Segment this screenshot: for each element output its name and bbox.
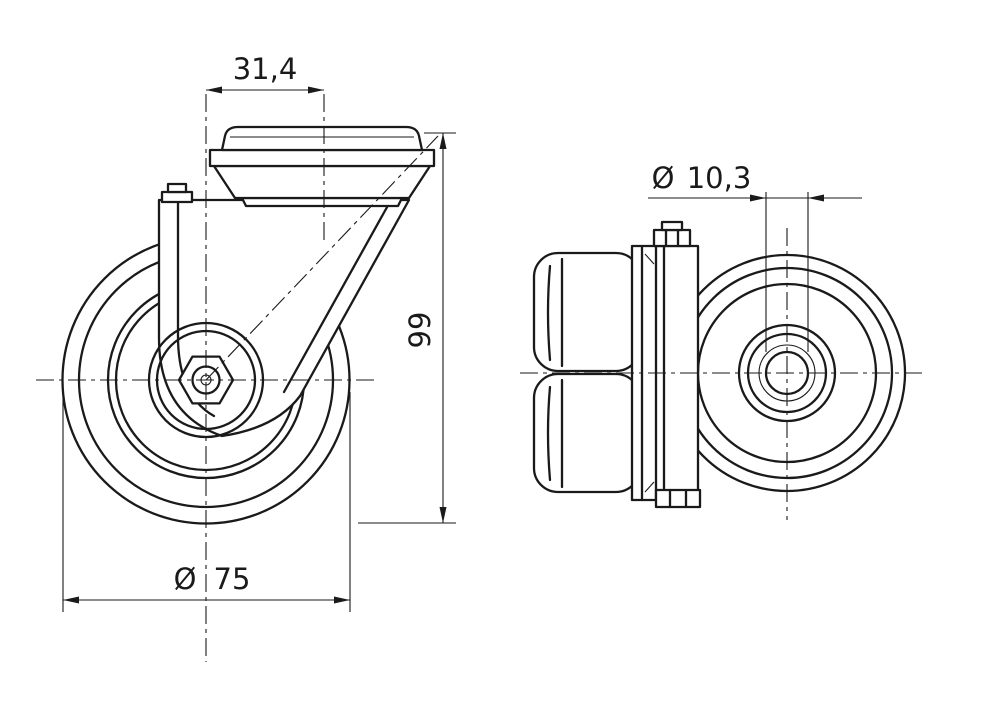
bottom-nut: [654, 488, 702, 509]
swivel-housing: [208, 125, 436, 208]
housing-flange: [208, 148, 436, 168]
fork-top-detail: [160, 182, 194, 204]
diameter-dim-text: 75: [214, 562, 251, 596]
dimension-wheel-diameter: Ø 75: [62, 392, 351, 612]
offset-arrow-left: [206, 86, 222, 94]
diameter-arrow-right: [334, 596, 350, 604]
hole-diameter-symbol: Ø: [652, 161, 675, 195]
housing-skirt: [212, 164, 432, 200]
housing-cap: [220, 125, 424, 152]
front-view-centerlines: [36, 94, 439, 662]
diameter-arrow-left: [63, 596, 79, 604]
hole-arrow-left: [750, 194, 766, 202]
tread-blocks: [532, 251, 642, 494]
tread-contour-upper-1: [546, 264, 552, 362]
top-bolt-head: [652, 228, 692, 248]
dimension-bolt-hole: Ø 10,3: [648, 161, 862, 352]
dimension-offset: 31,4: [206, 52, 324, 94]
height-dim-text: 99: [403, 312, 437, 349]
dimension-height: 99: [358, 132, 456, 524]
diameter-symbol: Ø: [174, 562, 197, 596]
fork-diagonal-centerline: [205, 135, 439, 381]
height-arrow-top: [439, 133, 447, 149]
offset-dim-text: 31,4: [233, 52, 298, 86]
top-bolt-cap: [660, 220, 684, 232]
front-view: 31,4 99 Ø 75: [36, 52, 456, 662]
hole-arrow-right: [808, 194, 824, 202]
offset-arrow-right: [308, 86, 324, 94]
fork-inner-diagonal-edge: [282, 198, 393, 394]
bottom-nut-body: [654, 488, 702, 509]
nipple-top: [166, 182, 188, 194]
plate-chamfer-top: [644, 253, 655, 265]
plate-chamfer-bottom: [644, 481, 655, 493]
side-view: Ø 10,3: [520, 161, 924, 520]
height-arrow-bottom: [439, 507, 447, 523]
nipple-base: [160, 190, 194, 204]
top-bolt: [652, 220, 692, 248]
tread-contour-lower-1: [546, 385, 552, 482]
side-view-centerlines: [520, 228, 924, 520]
hole-dim-text: 10,3: [687, 161, 752, 195]
